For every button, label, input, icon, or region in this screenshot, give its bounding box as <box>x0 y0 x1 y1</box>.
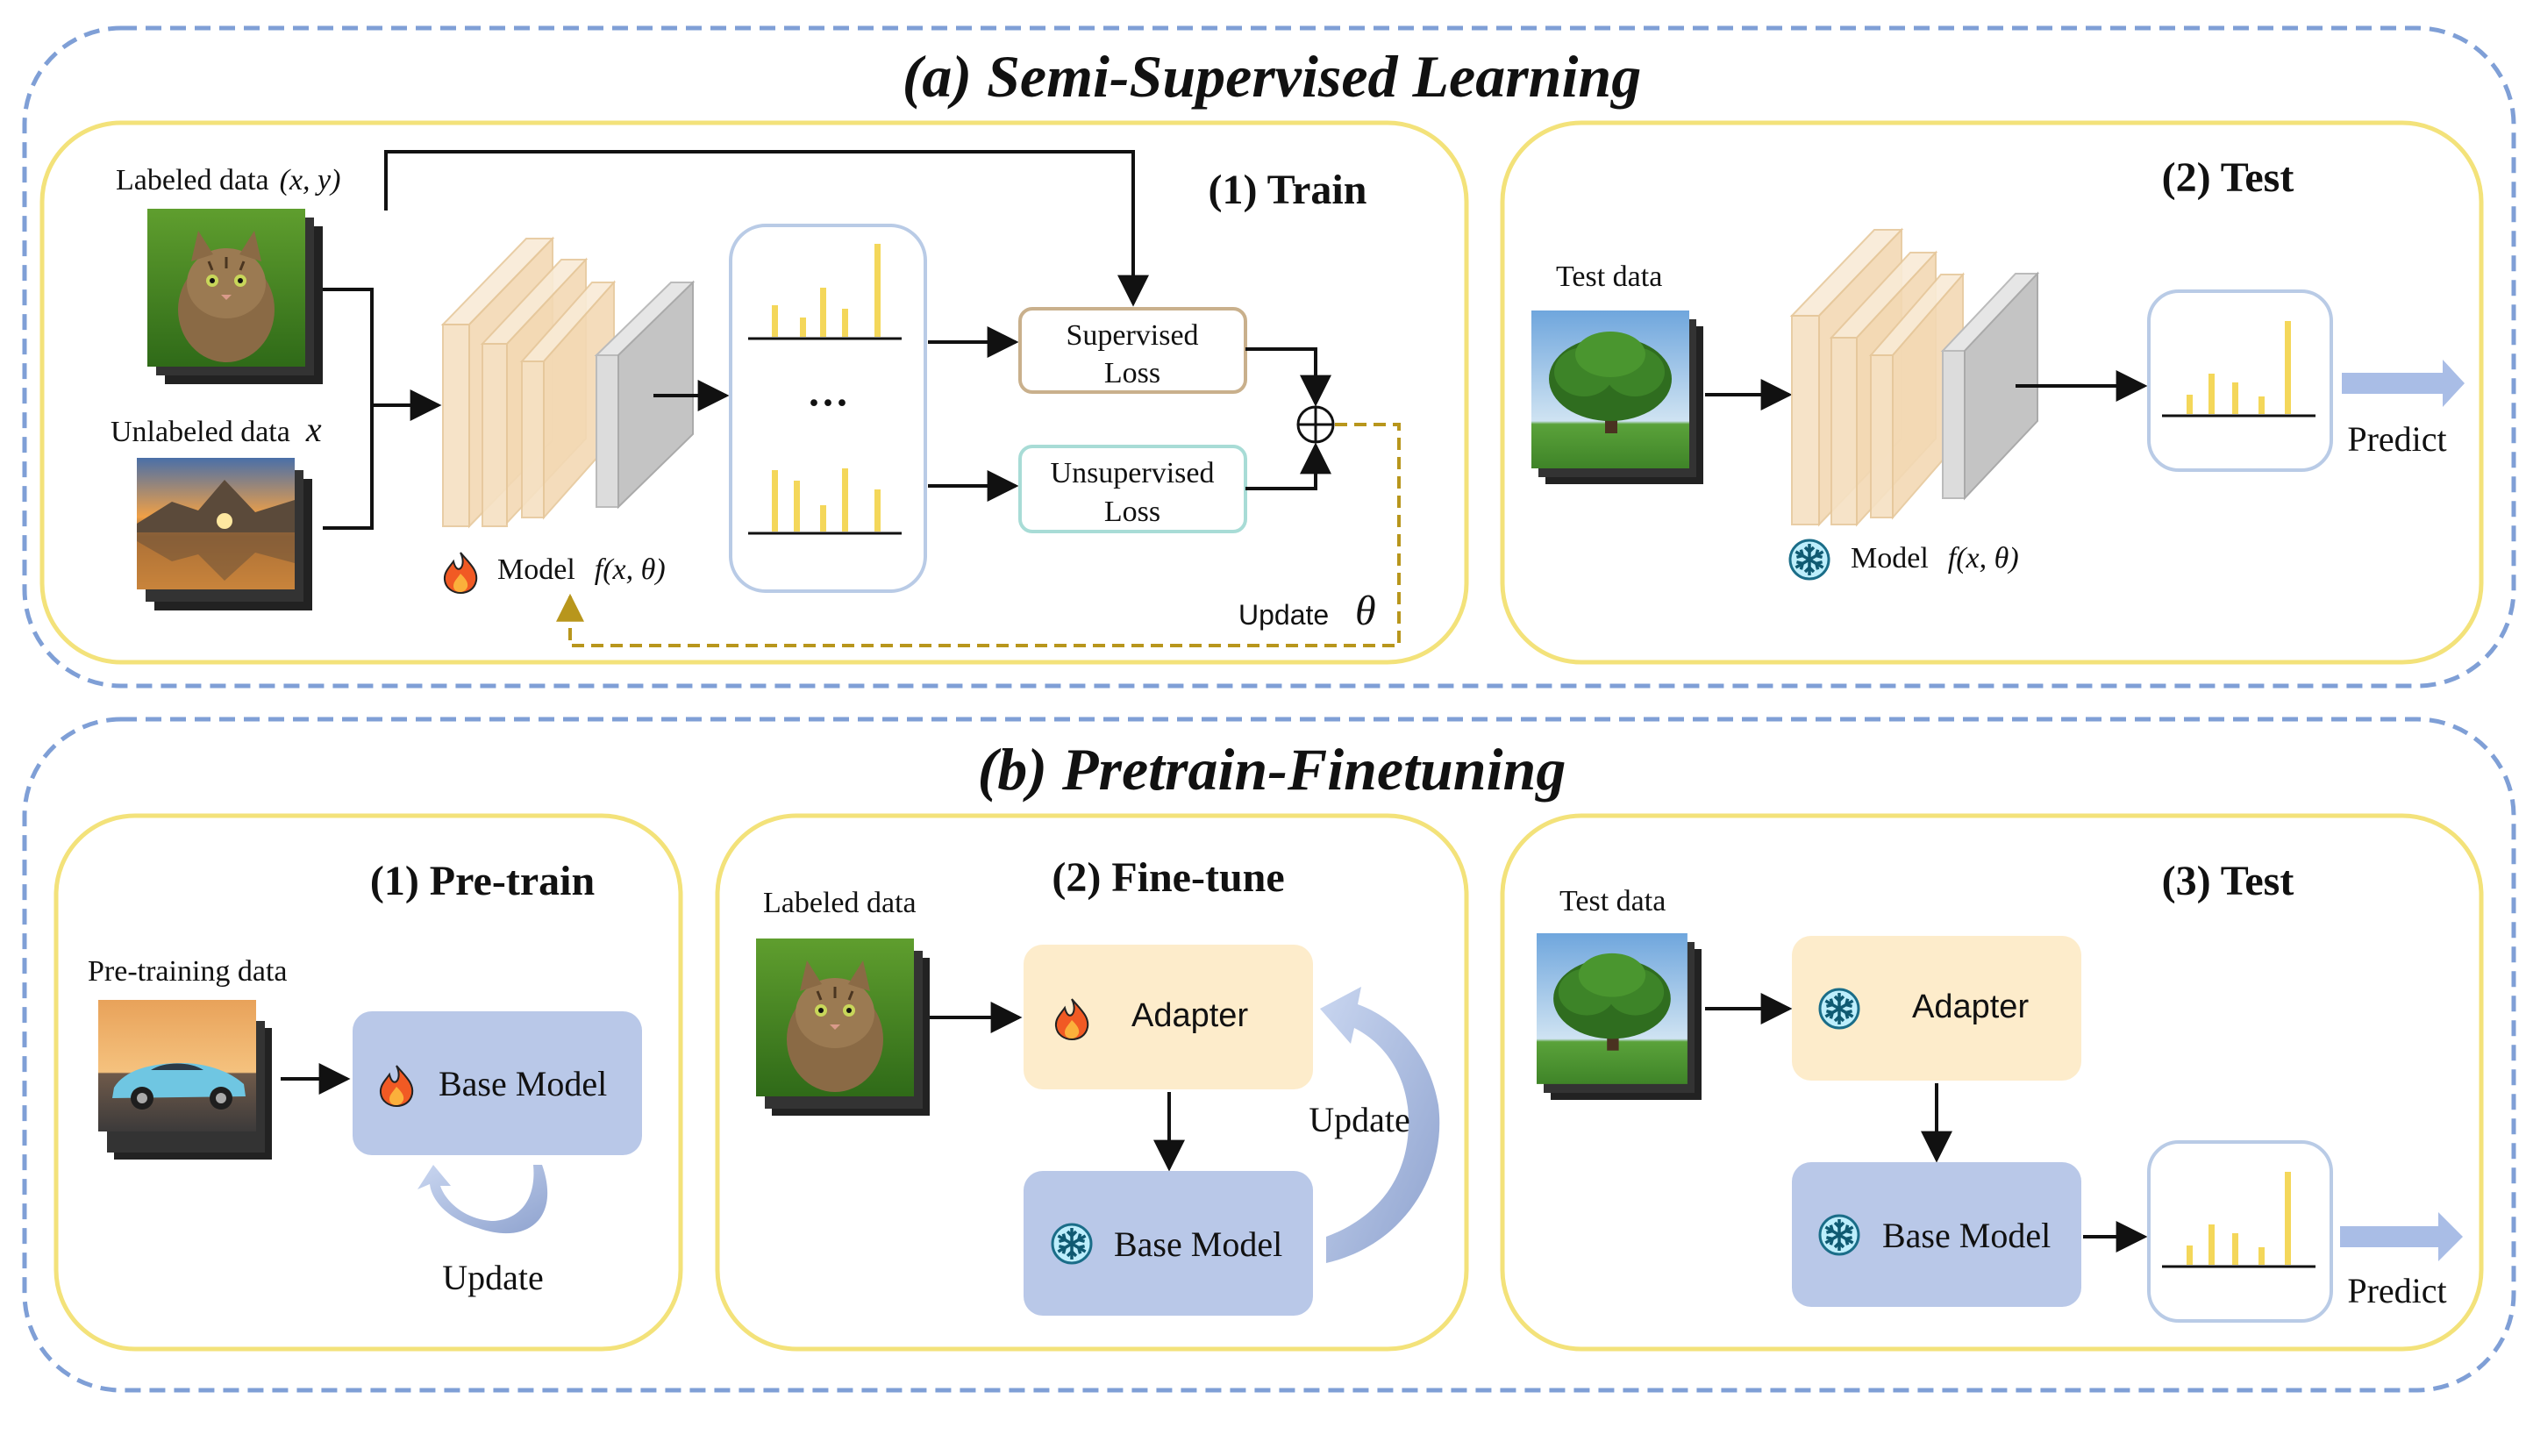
test-panel-a: (2) Test Test data <box>1500 120 2484 665</box>
snowflake-icon <box>1818 988 1860 1030</box>
section-pretrain-finetuning: (b) Pretrain-Finetuning (1) Pre-train Pr… <box>22 717 2516 1393</box>
pretrain-panel: (1) Pre-train Pre-training data Base Mod… <box>54 813 683 1352</box>
section-a-border <box>22 25 2516 689</box>
finetune-panel-title: (2) Fine-tune <box>1052 854 1284 901</box>
prediction-outputs-box: ··· <box>729 224 927 593</box>
test-base-model-label: Base Model <box>1882 1216 2051 1255</box>
test-output-box-a <box>2147 289 2333 472</box>
finetune-image-stack <box>754 937 930 1116</box>
svg-text:Unsupervised: Unsupervised <box>1051 457 1215 489</box>
finetune-data-label: Labeled data <box>763 887 917 919</box>
svg-text:Supervised: Supervised <box>1066 319 1198 352</box>
section-b-title: (b) Pretrain-Finetuning <box>978 736 1566 803</box>
test-data-label-a: Test data <box>1556 261 1662 293</box>
test-panel-a-border <box>1500 120 2484 665</box>
outputs-ellipsis: ··· <box>807 380 849 426</box>
finetune-base-model-box[interactable]: Base Model <box>1024 1171 1313 1316</box>
test-adapter-label: Adapter <box>1912 989 2029 1025</box>
svg-text:Loss: Loss <box>1104 357 1160 389</box>
update-theta-label: Update <box>1238 599 1329 631</box>
finetune-update-label: Update <box>1309 1100 1410 1139</box>
test-panel-b: (3) Test Test data Adapter Base Model <box>1500 813 2484 1352</box>
pretraining-data-label: Pre-training data <box>88 955 288 988</box>
predict-label-a: Predict <box>2347 419 2446 459</box>
labeled-data-label: Labeled data(x, y) <box>116 164 340 196</box>
theta-symbol: θ <box>1355 588 1376 634</box>
test-panel-a-title: (2) Test <box>2162 154 2294 201</box>
test-image-stack-b <box>1537 933 1702 1100</box>
finetune-base-model-label: Base Model <box>1114 1224 1282 1264</box>
predict-arrow-a <box>2342 360 2465 407</box>
finetune-panel: (2) Fine-tune Labeled data Adapter Base … <box>715 813 1469 1352</box>
pretrain-update-label: Update <box>442 1258 544 1297</box>
test-output-box-b <box>2147 1140 2333 1323</box>
snowflake-icon <box>1818 1214 1860 1256</box>
unlabeled-image-stack <box>137 458 312 610</box>
train-panel-border <box>39 120 1469 665</box>
section-b-border <box>22 717 2516 1393</box>
test-base-model-box[interactable]: Base Model <box>1792 1162 2081 1307</box>
test-image-stack-a <box>1531 310 1703 484</box>
snowflake-icon <box>1051 1223 1093 1265</box>
update-theta-dashed-arrow <box>556 423 1401 647</box>
pretrain-panel-border <box>54 813 683 1352</box>
label-to-loss-connector <box>384 150 1149 307</box>
labeled-image-stack <box>146 207 323 384</box>
fire-icon <box>443 552 478 594</box>
test-panel-b-border <box>1500 813 2484 1352</box>
output-chart-top <box>772 244 881 337</box>
pretrain-update-arc <box>417 1165 548 1234</box>
finetune-adapter-label: Adapter <box>1131 997 1248 1034</box>
frozen-model-layers <box>1789 227 2040 527</box>
finetune-panel-border <box>715 813 1469 1352</box>
data-merge-connector <box>323 288 442 530</box>
test-adapter-box[interactable]: Adapter <box>1792 936 2081 1081</box>
test-panel-b-title: (3) Test <box>2162 858 2294 904</box>
test-data-label-b: Test data <box>1559 885 1666 917</box>
predict-arrow-b <box>2340 1212 2463 1261</box>
unsupervised-loss-box: Unsupervised Loss <box>1018 445 1247 533</box>
trainable-model-layers <box>440 236 696 529</box>
predict-label-b: Predict <box>2347 1271 2446 1310</box>
finetune-adapter-box[interactable]: Adapter <box>1024 945 1313 1089</box>
plus-operator-icon <box>1296 405 1335 444</box>
finetune-update-arc <box>1320 987 1440 1263</box>
train-panel: (1) Train Labeled data(x, y) Unlabeled d… <box>39 120 1469 665</box>
snowflake-icon <box>1788 539 1830 581</box>
section-a-title: (a) Semi-Supervised Learning <box>903 43 1641 110</box>
output-chart-bottom <box>772 468 881 532</box>
svg-text:Loss: Loss <box>1104 496 1160 528</box>
pretrain-image-stack <box>98 1000 272 1160</box>
loss-sum-connectors <box>1245 347 1331 490</box>
pretrain-base-model-label: Base Model <box>439 1064 607 1103</box>
pretrain-panel-title: (1) Pre-train <box>370 858 595 904</box>
supervised-loss-box: Supervised Loss <box>1018 307 1247 394</box>
train-panel-title: (1) Train <box>1209 167 1367 213</box>
section-semi-supervised: (a) Semi-Supervised Learning (1) Train L… <box>22 25 2516 689</box>
pretrain-base-model-box[interactable]: Base Model <box>353 1011 642 1155</box>
